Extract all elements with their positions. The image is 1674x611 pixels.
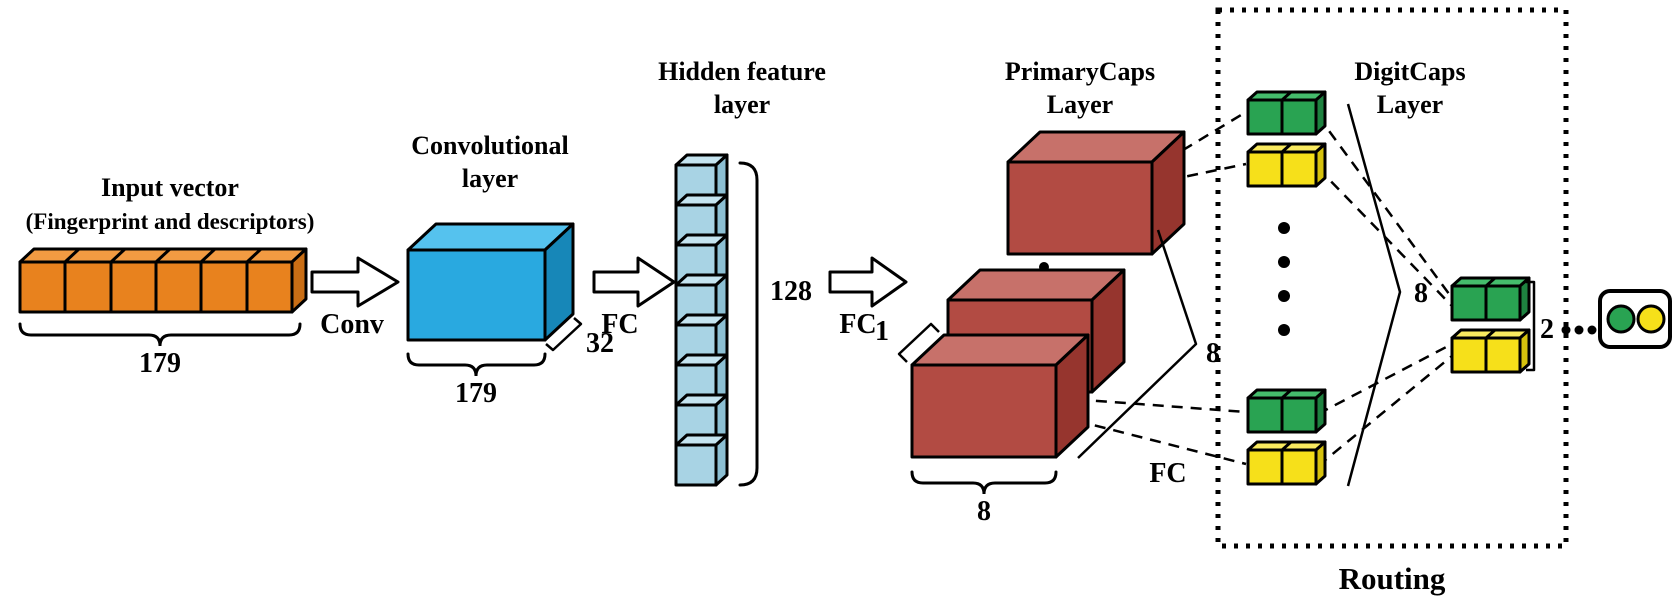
fc1-arrow xyxy=(592,256,676,308)
capsule-pair-green-top xyxy=(1246,90,1327,136)
conv-width-brace xyxy=(406,352,547,377)
output-green-circle xyxy=(1606,304,1636,334)
connector-green-bottom-to-output xyxy=(1317,342,1453,416)
hidden-units-value: 128 xyxy=(770,276,812,307)
digitcaps-label-line1: DigitCaps xyxy=(1354,57,1465,86)
primarycaps-maps-bracket xyxy=(1077,229,1198,459)
primarycaps-depth-value: 1 xyxy=(875,316,889,347)
conv-depth-bracket xyxy=(545,317,583,352)
capsule-count-bracket xyxy=(1346,103,1402,487)
hidden-label-line1: Hidden feature xyxy=(658,57,826,86)
capsule-pair-green-bottom xyxy=(1246,388,1327,434)
primarycaps-label-line1: PrimaryCaps xyxy=(1005,57,1155,86)
capsule-count-value: 8 xyxy=(1414,278,1428,309)
output-ellipsis-dots xyxy=(1561,325,1597,335)
fc2-arrow-label: FC xyxy=(839,309,876,340)
input-label-line2: (Fingerprint and descriptors) xyxy=(26,209,315,234)
input-width-value: 179 xyxy=(139,348,181,379)
hidden-cube-8 xyxy=(674,433,729,487)
input-width-brace xyxy=(18,322,302,347)
primarycaps-depth-bracket xyxy=(897,322,940,363)
capsule-ellipsis-dots xyxy=(1278,222,1290,336)
output-capsule-yellow xyxy=(1450,328,1531,374)
routing-region-box xyxy=(1215,7,1569,549)
connector-green-top-to-output xyxy=(1316,115,1454,299)
final-output xyxy=(1598,289,1672,349)
primarycaps-maps-value: 8 xyxy=(1206,338,1220,369)
conv-layer: Convolutional layer 179 32 xyxy=(406,131,614,409)
conv-arrow-group: Conv xyxy=(310,256,400,340)
input-vector: Input vector (Fingerprint and descriptor… xyxy=(18,173,315,379)
conv-arrow-label: Conv xyxy=(320,309,384,340)
fc2-arrow-group: FC xyxy=(828,256,908,340)
input-bar-side-face xyxy=(290,247,308,314)
hidden-feature-layer: Hidden feature layer 128 xyxy=(658,57,826,487)
fc2-arrow xyxy=(828,256,908,308)
hidden-label-line2: layer xyxy=(714,90,770,119)
conv-box-front-face xyxy=(406,248,547,342)
capsule-pair-yellow-top xyxy=(1246,142,1327,188)
conv-label-line1: Convolutional xyxy=(411,131,569,160)
conv-width-value: 179 xyxy=(455,378,497,409)
hidden-units-bracket xyxy=(738,161,759,487)
connector-bottombox-to-yellow-bottom xyxy=(1057,414,1247,466)
digitcaps-layer: DigitCaps Layer 8 2 xyxy=(1246,57,1597,487)
fc1-arrow-group: FC xyxy=(592,256,676,340)
connector-yellow-bottom-to-output xyxy=(1317,355,1453,467)
conv-label-line2: layer xyxy=(462,164,518,193)
output-dim-value: 2 xyxy=(1540,314,1554,345)
output-yellow-circle xyxy=(1636,304,1666,334)
fc1-arrow-label: FC xyxy=(601,309,638,340)
connector-bottombox-to-green-bottom xyxy=(1057,396,1247,414)
input-bar-segment-dividers xyxy=(63,247,263,312)
routing-label: Routing xyxy=(1339,561,1446,596)
primarycaps-box-top xyxy=(1006,130,1186,256)
capsule-pair-yellow-bottom xyxy=(1246,440,1327,486)
primarycaps-label-line2: Layer xyxy=(1047,90,1113,119)
primarycaps-box-bottom xyxy=(910,333,1090,459)
digitcaps-label-line2: Layer xyxy=(1377,90,1443,119)
connector-topbox-to-yellow-top xyxy=(1149,162,1247,186)
primarycaps-fc-label: FC xyxy=(1149,458,1186,489)
primarycaps-layer: PrimaryCaps Layer 1 8 8 FC xyxy=(875,57,1220,527)
conv-depth-value: 32 xyxy=(586,328,614,359)
primarycaps-width-brace xyxy=(910,470,1058,495)
output-capsule-green xyxy=(1450,276,1531,322)
output-dim-bracket xyxy=(1526,280,1536,372)
primarycaps-width-value: 8 xyxy=(977,496,991,527)
conv-arrow xyxy=(310,256,400,308)
input-label-line1: Input vector xyxy=(101,173,239,202)
